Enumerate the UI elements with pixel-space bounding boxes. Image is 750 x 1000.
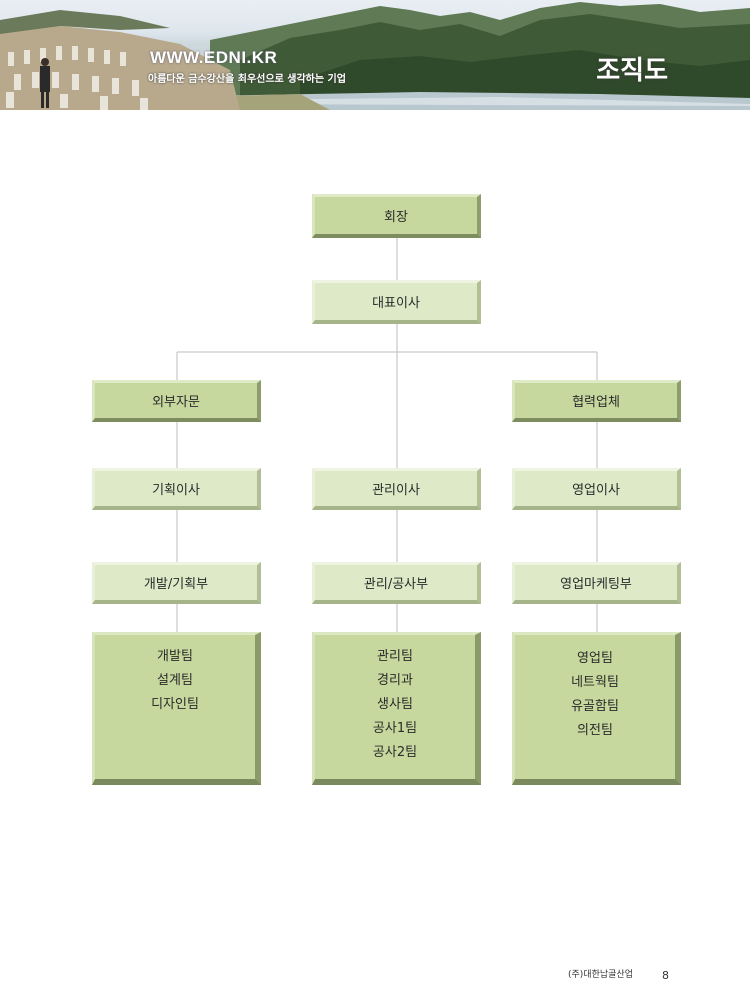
header-banner: WWW.EDNI.KR 아름다운 금수강산을 최우선으로 생각하는 기업 조직도	[0, 0, 750, 110]
node-ceo: 대표이사	[312, 280, 481, 324]
team-item: 공사1팀	[372, 721, 418, 736]
team-item: 관리팀	[377, 649, 413, 664]
team-item: 의전팀	[577, 723, 613, 738]
node-chairman: 회장	[312, 194, 481, 238]
team-item: 설계팀	[157, 673, 193, 688]
team-item: 개발팀	[157, 649, 193, 664]
team-item: 영업팀	[577, 651, 613, 666]
site-url: WWW.EDNI.KR	[150, 48, 278, 67]
team-item: 네트웍팀	[571, 675, 619, 690]
landscape-photo	[0, 2, 750, 110]
node-director-sales: 영업이사	[512, 468, 681, 510]
node-dept-sales-marketing: 영업마케팅부	[512, 562, 681, 604]
team-box-development: 개발팀 설계팀 디자인팀	[92, 632, 261, 785]
team-box-management: 관리팀 경리과 생사팀 공사1팀 공사2팀	[312, 632, 481, 785]
site-slogan: 아름다운 금수강산을 최우선으로 생각하는 기업	[148, 74, 346, 85]
page-title: 조직도	[596, 56, 668, 86]
team-box-sales: 영업팀 네트웍팀 유골함팀 의전팀	[512, 632, 681, 785]
team-item: 공사2팀	[372, 745, 418, 760]
node-partner-companies: 협력업체	[512, 380, 681, 422]
team-item: 생사팀	[377, 697, 413, 712]
node-dept-management: 관리/공사부	[312, 562, 481, 604]
team-item: 경리과	[377, 673, 413, 688]
page-number: 8	[662, 969, 669, 982]
node-external-advisory: 외부자문	[92, 380, 261, 422]
footer-company: (주)대한납골산업	[568, 970, 633, 980]
node-director-management: 관리이사	[312, 468, 481, 510]
team-item: 유골함팀	[571, 699, 619, 714]
team-item: 디자인팀	[151, 697, 199, 712]
node-director-planning: 기획이사	[92, 468, 261, 510]
node-dept-development: 개발/기획부	[92, 562, 261, 604]
